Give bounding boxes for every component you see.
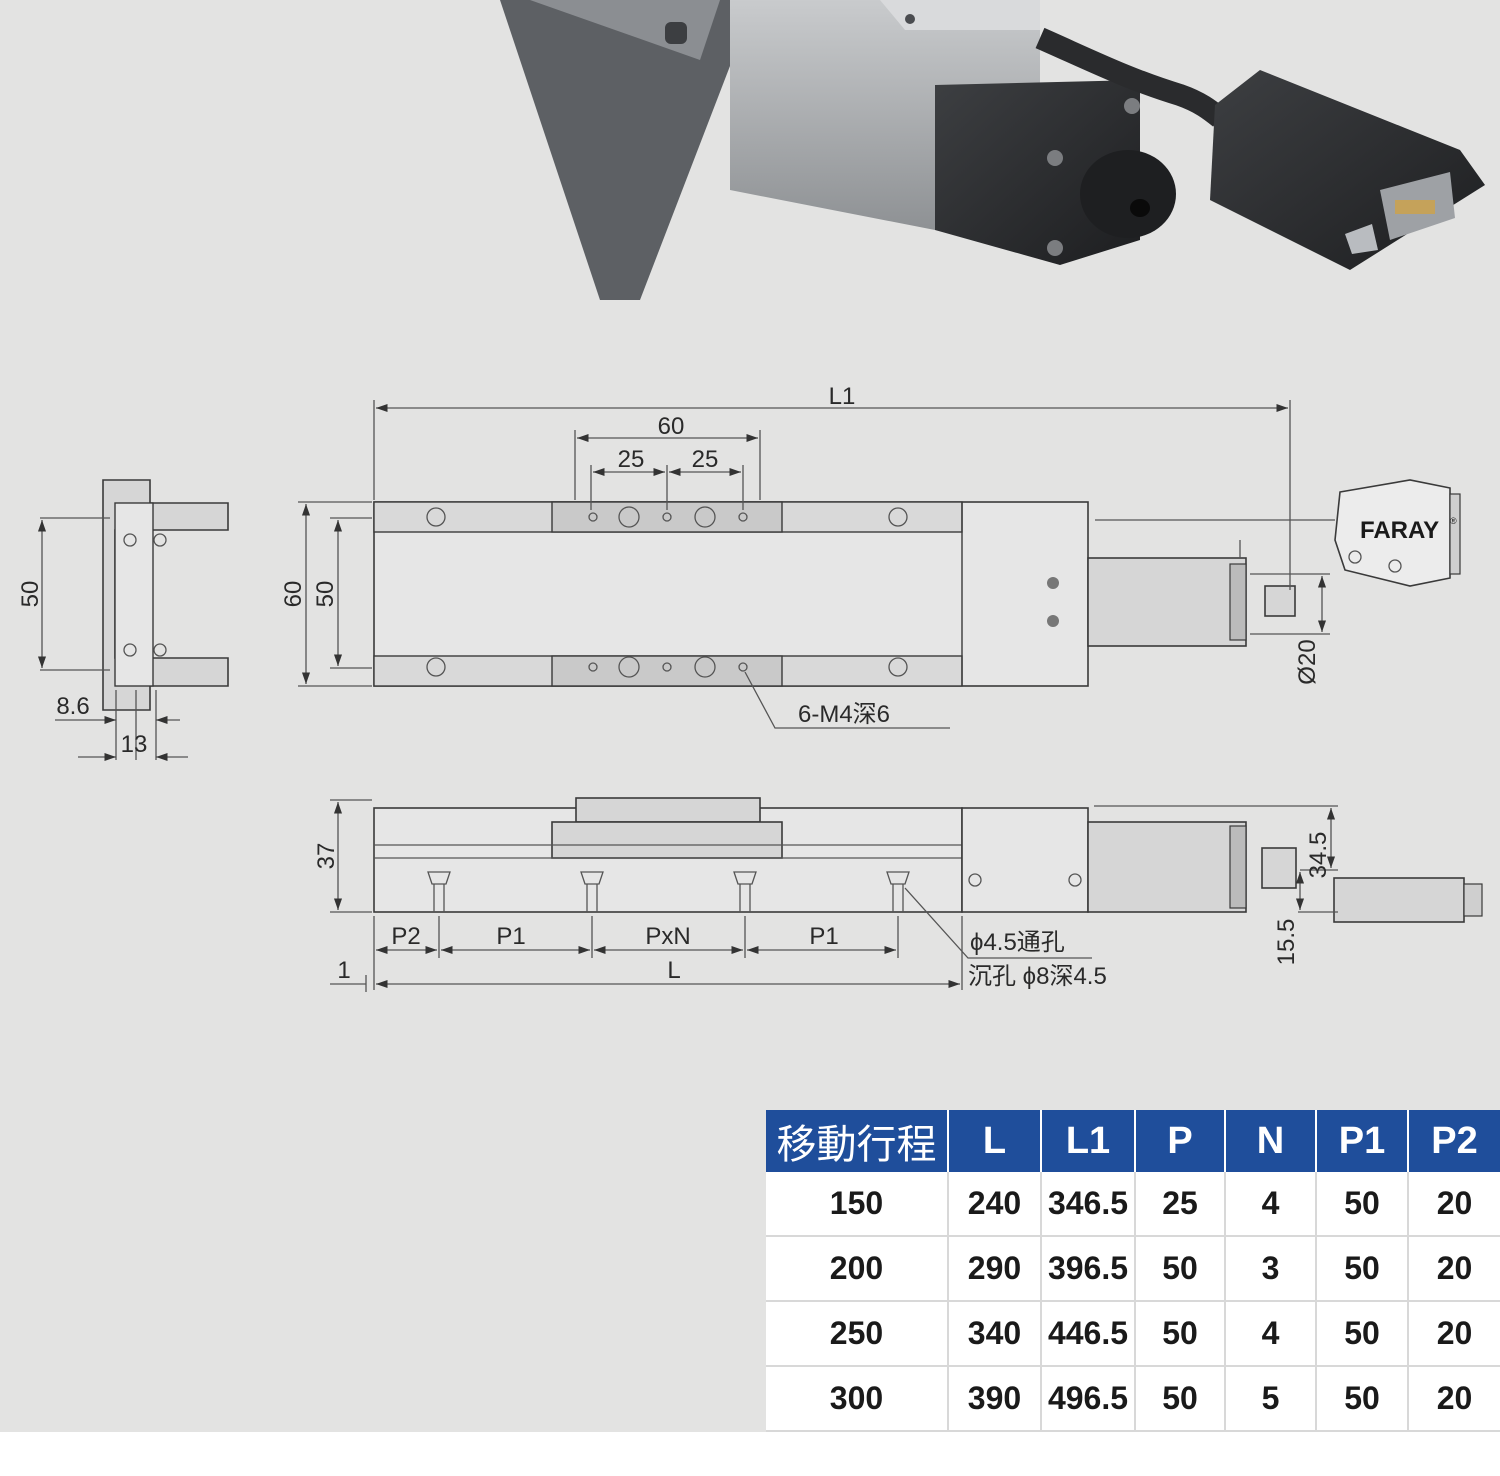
counterbore-label: 沉孔 ϕ8深4.5 <box>968 963 1107 990</box>
footer-strip <box>0 1432 1500 1476</box>
top-view-motor <box>1087 557 1247 647</box>
table-cell: 50 <box>1316 1301 1409 1367</box>
table-row: 150 240 346.5 25 4 50 20 <box>766 1172 1500 1237</box>
table-cell: 290 <box>948 1236 1042 1302</box>
tapped-hole-leader <box>744 671 950 729</box>
top-view <box>298 400 1461 729</box>
top-view-connector <box>1334 479 1451 587</box>
table-cell: 396.5 <box>1041 1236 1136 1302</box>
side-view-motor <box>1087 821 1247 913</box>
table-cell: 340 <box>948 1301 1042 1367</box>
cable <box>1035 27 1227 127</box>
header-p2: P2 <box>1408 1110 1500 1172</box>
table-cell: 240 <box>948 1172 1042 1237</box>
table-cell: 50 <box>1135 1236 1226 1302</box>
table-cell: 4 <box>1225 1301 1317 1367</box>
top-height-outer-label: 60 <box>280 581 307 608</box>
rail-body <box>500 0 740 300</box>
p2-label: P2 <box>391 923 420 950</box>
header-l: L <box>948 1110 1042 1172</box>
header-p1: P1 <box>1316 1110 1409 1172</box>
table-row: 200 290 396.5 50 3 50 20 <box>766 1236 1500 1302</box>
side-view <box>330 797 1483 992</box>
table-cell: 3 <box>1225 1236 1317 1302</box>
table-cell: 496.5 <box>1041 1366 1136 1432</box>
product-render <box>500 0 1485 300</box>
header-p: P <box>1135 1110 1226 1172</box>
side-view-end-block <box>961 807 1089 913</box>
p1-right-label: P1 <box>809 923 838 950</box>
p1-left-label: P1 <box>496 923 525 950</box>
table-cell: 200 <box>766 1236 949 1302</box>
knob-diameter-label: Ø20 <box>1294 639 1321 684</box>
spec-table: 移動行程 L L1 P N P1 P2 150 240 346.5 25 4 5… <box>766 1110 1500 1432</box>
brand-registered-mark: ® <box>1450 516 1457 526</box>
table-row: 250 340 446.5 50 4 50 20 <box>766 1301 1500 1367</box>
hole-leader <box>904 887 1092 959</box>
table-cell: 446.5 <box>1041 1301 1136 1367</box>
side-view-carriage <box>551 821 783 859</box>
table-cell: 150 <box>766 1172 949 1237</box>
table-cell: 5 <box>1225 1366 1317 1432</box>
table-cell: 300 <box>766 1366 949 1432</box>
table-cell: 20 <box>1408 1236 1500 1302</box>
end-view-height-label: 50 <box>17 581 44 608</box>
table-cell: 50 <box>1316 1236 1409 1302</box>
carriage-width-label: 60 <box>658 413 685 440</box>
table-cell: 4 <box>1225 1172 1317 1237</box>
side-height-label: 37 <box>313 843 340 870</box>
end-view <box>37 479 229 762</box>
table-cell: 50 <box>1135 1366 1226 1432</box>
header-n: N <box>1225 1110 1317 1172</box>
hole-spacing-right-label: 25 <box>692 446 719 473</box>
pxn-label: PxN <box>645 923 690 950</box>
table-cell: 50 <box>1316 1172 1409 1237</box>
table-row: 300 390 496.5 50 5 50 20 <box>766 1366 1500 1432</box>
table-cell: 346.5 <box>1041 1172 1136 1237</box>
top-height-inner-label: 50 <box>312 581 339 608</box>
spec-table-header: 移動行程 L L1 P N P1 P2 <box>766 1110 1500 1172</box>
hole-spacing-left-label: 25 <box>618 446 645 473</box>
top-view-knob <box>1264 585 1296 617</box>
brand-logo: FARAY <box>1360 517 1439 544</box>
l1-label: L1 <box>829 383 856 410</box>
carriage-screw <box>905 14 915 24</box>
header-l1: L1 <box>1041 1110 1136 1172</box>
side-view-connector <box>1333 877 1465 923</box>
knob <box>1080 150 1176 238</box>
through-hole-label: ϕ4.5通孔 <box>970 929 1065 956</box>
edge-offset-label: 1 <box>337 957 350 984</box>
table-cell: 20 <box>1408 1172 1500 1237</box>
table-cell: 20 <box>1408 1366 1500 1432</box>
knob-offset-label: 34.5 <box>1305 832 1332 879</box>
end-view-offset-a-label: 8.6 <box>56 693 89 720</box>
table-cell: 20 <box>1408 1301 1500 1367</box>
tapped-holes-label: 6-M4深6 <box>798 701 890 728</box>
end-view-offset-b-label: 13 <box>121 731 148 758</box>
table-cell: 390 <box>948 1366 1042 1432</box>
table-cell: 25 <box>1135 1172 1226 1237</box>
l-label: L <box>667 957 680 984</box>
table-cell: 250 <box>766 1301 949 1367</box>
table-cell: 50 <box>1135 1301 1226 1367</box>
header-travel: 移動行程 <box>766 1110 949 1172</box>
connector-offset-label: 15.5 <box>1273 919 1300 966</box>
table-cell: 50 <box>1316 1366 1409 1432</box>
rail-screw <box>665 22 687 44</box>
